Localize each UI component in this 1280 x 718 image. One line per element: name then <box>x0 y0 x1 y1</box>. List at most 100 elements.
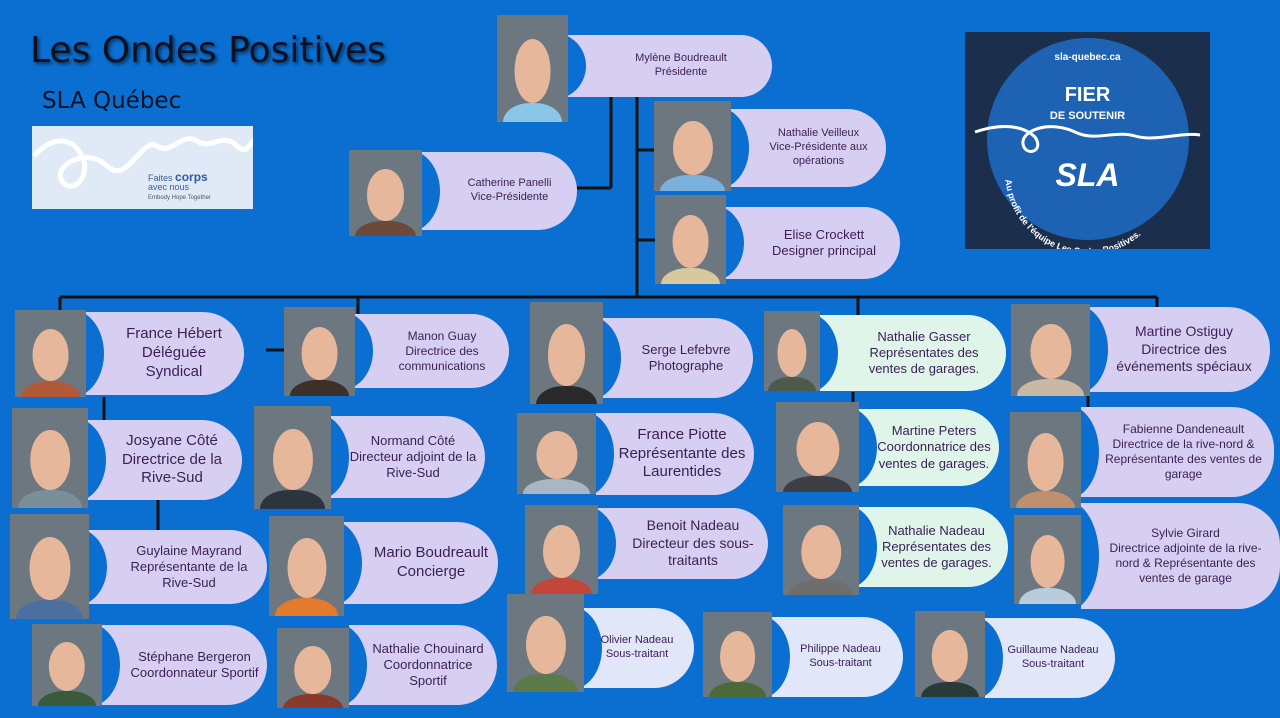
page-title: Les Ondes Positives <box>30 30 386 71</box>
member-role: Sous-traitant <box>1021 658 1085 670</box>
member-photo <box>284 307 355 396</box>
member-role: Concierge <box>396 563 466 580</box>
member-name: Mario Boudreault <box>373 544 489 562</box>
member-photo <box>254 406 331 509</box>
member-photo <box>530 302 603 404</box>
banner-line-3: Embody Hope Together <box>148 195 211 201</box>
member-name: France Hébert <box>126 325 222 343</box>
member-name: Benoit Nadeau <box>646 517 740 534</box>
member-role: Coordonnatrice des ventes de garages. <box>877 439 991 471</box>
member-name: Guylaine Mayrand <box>136 542 242 558</box>
member-photo <box>497 15 568 122</box>
member-role: Présidente <box>654 66 708 78</box>
member-role: Photographe <box>648 358 724 373</box>
member-role: Déléguée Syndical <box>141 344 207 380</box>
member-name: Stéphane Bergeron <box>138 648 251 664</box>
logo-url: sla-quebec.ca <box>1054 52 1121 63</box>
member-role: Directeur adjoint de la Rive-Sud <box>349 448 477 481</box>
member-name: Nathalie Nadeau <box>888 522 985 538</box>
member-role: Vice-Présidente aux opérations <box>769 141 868 167</box>
member-role: Coordonnatrice Sportif <box>383 656 473 689</box>
member-name: Martine Ostiguy <box>1134 323 1234 340</box>
member-role: Directrice de la rive-nord & Représentan… <box>1105 437 1262 481</box>
member-photo <box>1010 412 1081 508</box>
member-role: Représentante des Laurentides <box>618 444 746 481</box>
logo-sla: SLA <box>1055 157 1120 193</box>
member-photo <box>15 310 86 397</box>
member-name: Elise Crockett <box>783 226 865 242</box>
member-role: Designer principal <box>771 243 877 258</box>
member-name: Martine Peters <box>891 423 977 439</box>
member-role: Coordonnateur Sportif <box>130 665 259 680</box>
member-photo <box>32 624 102 706</box>
member-photo <box>525 505 598 594</box>
member-name: Fabienne Dandeneault <box>1122 422 1245 436</box>
member-name: Serge Lefebvre <box>641 341 731 357</box>
member-photo <box>1014 515 1081 604</box>
member-name: Nathalie Veilleux <box>777 127 860 140</box>
member-role: Représentante de la Rive-Sud <box>130 558 248 591</box>
member-role: Directeur des sous- traitants <box>632 534 754 569</box>
banner-line-1: Faites corps <box>148 170 208 184</box>
member-photo <box>349 150 422 236</box>
page-subtitle: SLA Québec <box>42 88 182 114</box>
member-photo <box>1011 304 1090 396</box>
member-role: Vice-Présidente <box>470 191 549 203</box>
wave-decoration-icon <box>32 136 253 189</box>
member-name: Normand Côté <box>370 432 456 448</box>
member-name: France Piotte <box>637 425 727 443</box>
member-name: Nathalie Gasser <box>877 328 971 344</box>
member-photo <box>277 628 349 708</box>
member-photo <box>703 612 772 697</box>
member-photo <box>517 413 596 494</box>
campaign-banner: Faites corps avec nous Embody Hope Toget… <box>32 126 253 209</box>
member-name: Philippe Nadeau <box>800 643 881 656</box>
member-name: Mylène Boudreault <box>635 52 727 65</box>
member-role: Directrice des communications <box>398 343 486 373</box>
member-name: Nathalie Chouinard <box>372 640 484 656</box>
member-name: Guillaume Nadeau <box>1007 644 1099 657</box>
member-photo <box>654 101 731 191</box>
member-photo <box>507 594 584 692</box>
member-photo <box>764 311 820 391</box>
member-photo <box>915 611 985 697</box>
member-name: Sylvie Girard <box>1151 526 1220 540</box>
member-name: Catherine Panelli <box>467 177 552 190</box>
member-name: Manon Guay <box>407 328 477 343</box>
member-name: Olivier Nadeau <box>600 634 674 647</box>
sla-logo: sla-quebec.ca FIER DE SOUTENIR Au profit… <box>965 32 1210 249</box>
logo-fier: FIER <box>1064 84 1111 106</box>
banner-line-2: avec nous <box>148 182 190 192</box>
logo-wave-icon: Au profit de l'équipe Les Ondes Positive… <box>974 125 1201 249</box>
member-photo <box>10 514 89 619</box>
member-photo <box>655 195 726 284</box>
member-photo <box>776 402 859 492</box>
logo-soutenir: DE SOUTENIR <box>1049 110 1126 122</box>
member-role: Représentates des ventes de garages. <box>881 538 992 571</box>
member-role: Directrice adjointe de la rive-nord & Re… <box>1109 541 1262 585</box>
member-role: Sous-traitant <box>809 657 872 669</box>
member-role: Directrice de la Rive-Sud <box>121 450 223 487</box>
member-role: Directrice des événements spéciaux <box>1116 340 1252 375</box>
member-photo <box>12 408 88 508</box>
